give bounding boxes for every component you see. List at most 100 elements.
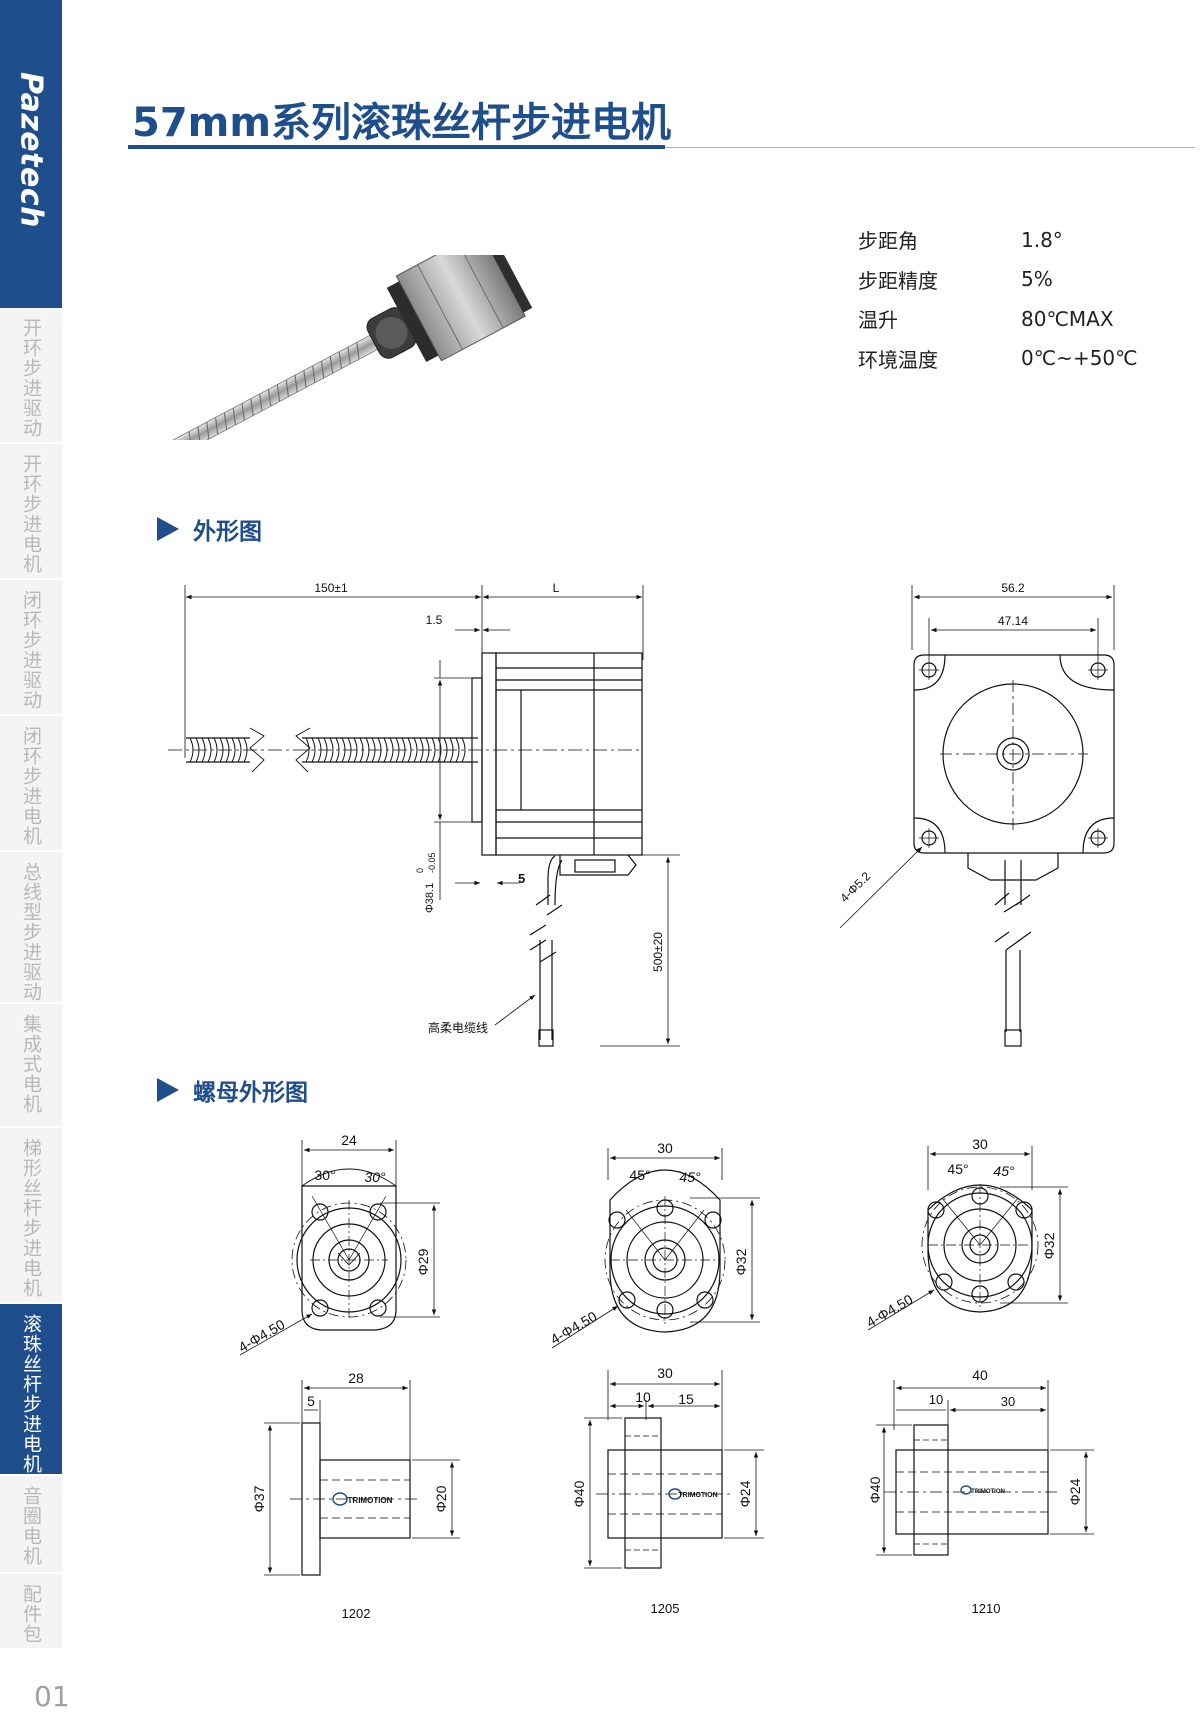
brand-block: Pazetech — [0, 0, 62, 308]
dim-label: Φ40 — [867, 1476, 883, 1503]
dim-label: Φ20 — [433, 1485, 449, 1512]
dim-label: 30° — [314, 1167, 335, 1183]
front-view — [839, 585, 1115, 1047]
sidebar-item-bus-drive[interactable]: 总线型步进驱动 — [0, 852, 62, 1004]
section-heading-outline: 外形图 — [157, 512, 262, 546]
sidebar-item-accessories[interactable]: 配件包 — [0, 1574, 62, 1650]
dim-label: 4-Φ4.50 — [235, 1316, 287, 1355]
dim-label: 45° — [947, 1161, 968, 1177]
sidebar: Pazetech 开环步进驱动 开环步进电机 闭环步进驱动 闭环步进电机 总线型… — [0, 0, 70, 1716]
nut-drawings: 24 30° 30° Φ29 4-Φ4.50 30 45° 45° Φ32 4-… — [235, 1132, 1094, 1621]
sidebar-item-label: 总线型步进驱动 — [20, 862, 42, 1002]
sidebar-item-label: 集成式电机 — [20, 1014, 42, 1114]
sidebar-item-closed-loop-motor[interactable]: 闭环步进电机 — [0, 716, 62, 852]
side-view — [168, 585, 680, 1047]
spec-row: 步距角 1.8° — [858, 220, 1158, 260]
dim-label: 5 — [307, 1393, 315, 1409]
spec-label: 环境温度 — [858, 347, 938, 372]
spec-label: 步距角 — [858, 229, 918, 254]
product-image — [164, 255, 533, 440]
spec-row: 温升 80℃MAX — [858, 299, 1158, 339]
dim-label: 150±1 — [314, 581, 348, 595]
dim-label: 45° — [629, 1167, 650, 1183]
dim-label: 24 — [341, 1132, 357, 1148]
sidebar-item-label: 闭环步进电机 — [20, 726, 42, 846]
page-number: 01 — [34, 1680, 70, 1713]
dim-label: 4-Φ4.50 — [547, 1308, 599, 1347]
spec-value: 1.8° — [1021, 227, 1063, 252]
dim-label: 1.5 — [426, 613, 443, 627]
sidebar-item-trapezoidal-screw-motor[interactable]: 梯形丝杆步进电机 — [0, 1128, 62, 1304]
spec-label: 步距精度 — [858, 268, 938, 293]
dim-label: 30 — [657, 1140, 673, 1156]
section-title: 外形图 — [193, 519, 262, 545]
dim-label: 30 — [1001, 1394, 1015, 1409]
dim-label: 40 — [972, 1367, 988, 1383]
page-title: 57mm系列滚珠丝杆步进电机 — [132, 100, 672, 146]
dim-label: 500±20 — [651, 932, 665, 972]
dim-label: 10 — [929, 1392, 943, 1407]
dim-label: 5 — [518, 871, 525, 886]
sidebar-item-label: 配件包 — [20, 1584, 42, 1644]
nut-logo: TRIMOTION — [678, 1492, 717, 1499]
dim-label: Φ24 — [737, 1480, 753, 1507]
spec-row: 环境温度 0℃~+50℃ — [858, 339, 1158, 379]
boss-dim-label: Φ38.1 0 -0.05 — [415, 852, 437, 913]
dim-label: -0.05 — [427, 852, 437, 873]
nut-1202-front — [239, 1140, 440, 1356]
dim-label: Φ32 — [1041, 1232, 1057, 1259]
spec-value: 5% — [1021, 267, 1053, 292]
dim-label: Φ24 — [1067, 1478, 1083, 1505]
sidebar-item-open-loop-drive[interactable]: 开环步进驱动 — [0, 308, 62, 444]
nut-logo: TRIMOTION — [348, 1496, 393, 1505]
title-underline — [128, 145, 665, 149]
cable-note: 高柔电缆线 — [428, 1020, 488, 1035]
section-title: 螺母外形图 — [193, 1080, 308, 1106]
spec-table: 步距角 1.8° 步距精度 5% 温升 80℃MAX 环境温度 0℃~+50℃ — [858, 220, 1158, 378]
sidebar-item-label: 音圈电机 — [20, 1486, 42, 1566]
sidebar-item-label: 滚珠丝杆步进电机 — [20, 1314, 42, 1474]
sidebar-item-voice-coil-motor[interactable]: 音圈电机 — [0, 1476, 62, 1574]
nut-1205-side — [584, 1370, 764, 1569]
sidebar-item-label: 开环步进电机 — [20, 454, 42, 574]
dim-label: Φ32 — [733, 1248, 749, 1275]
dim-label: 30° — [364, 1169, 386, 1185]
sidebar-item-closed-loop-drive[interactable]: 闭环步进驱动 — [0, 580, 62, 716]
nut-1205-front — [551, 1148, 760, 1349]
dim-label: 30 — [657, 1365, 673, 1381]
dim-label: 45° — [993, 1163, 1015, 1179]
spec-value: 80℃MAX — [1021, 306, 1114, 331]
spec-label: 温升 — [858, 308, 898, 333]
sidebar-item-ball-screw-motor[interactable]: 滚珠丝杆步进电机 — [0, 1304, 62, 1476]
dim-label: Φ40 — [571, 1480, 587, 1507]
model-label: 1210 — [972, 1601, 1001, 1616]
nut-1210-side — [876, 1380, 1094, 1556]
dim-label: 10 — [635, 1389, 651, 1405]
nut-1202-side — [264, 1380, 460, 1576]
sidebar-item-integrated-motor[interactable]: 集成式电机 — [0, 1004, 62, 1128]
dim-label: 47.14 — [998, 614, 1028, 628]
dim-label: Φ37 — [251, 1485, 267, 1512]
model-label: 1202 — [342, 1606, 371, 1621]
sidebar-item-label: 闭环步进驱动 — [20, 590, 42, 710]
dim-label: 45° — [679, 1169, 701, 1185]
dim-label: L — [553, 581, 560, 595]
dim-label: 0 — [415, 868, 425, 873]
triangle-bullet-icon — [157, 1078, 179, 1102]
dim-label: Φ38.1 — [424, 883, 436, 913]
model-label: 1205 — [651, 1601, 680, 1616]
dim-label: 28 — [348, 1370, 364, 1386]
dim-label: 56.2 — [1001, 581, 1025, 595]
spec-row: 步距精度 5% — [858, 260, 1158, 300]
dim-label: 4-Φ5.2 — [837, 869, 873, 905]
sidebar-item-label: 梯形丝杆步进电机 — [20, 1138, 42, 1298]
dim-label: 30 — [972, 1136, 988, 1152]
triangle-bullet-icon — [157, 517, 179, 541]
spec-value: 0℃~+50℃ — [1021, 346, 1138, 371]
nut-1210-front — [867, 1146, 1068, 1331]
nut-logo: TRIMOTION — [971, 1489, 1005, 1495]
dim-label: 4-Φ4.50 — [863, 1291, 915, 1330]
sidebar-item-open-loop-motor[interactable]: 开环步进电机 — [0, 444, 62, 580]
section-heading-nut-outline: 螺母外形图 — [157, 1073, 308, 1107]
